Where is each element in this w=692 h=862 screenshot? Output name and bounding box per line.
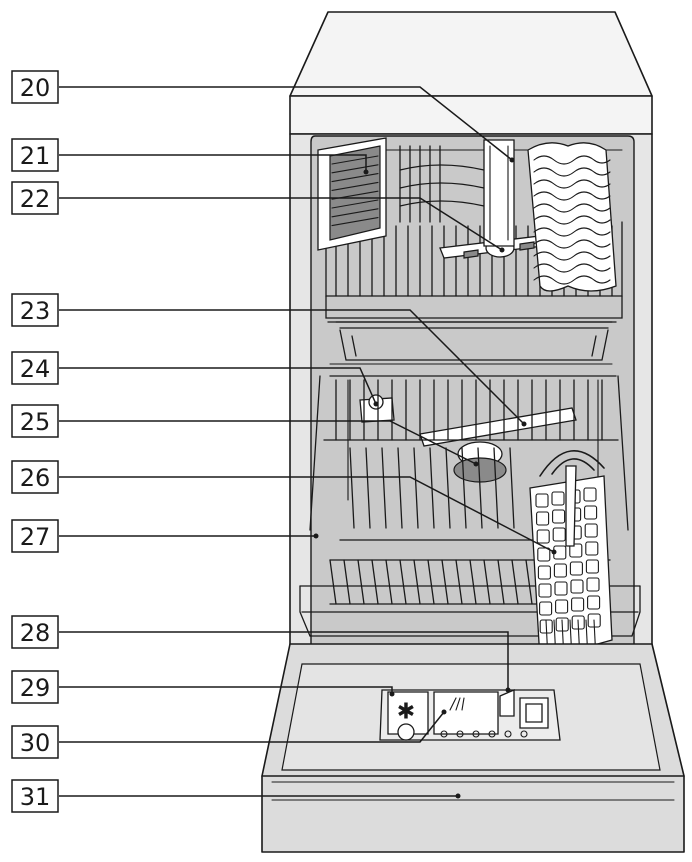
callout-pointer-31 bbox=[455, 793, 461, 799]
callout-pointer-24 bbox=[373, 401, 379, 407]
callout-leader-26 bbox=[59, 476, 555, 553]
callout-pointer-25 bbox=[473, 461, 479, 467]
callout-number-21: 21 bbox=[20, 142, 51, 170]
callout-pointer-26 bbox=[551, 549, 557, 555]
callout-31: 31 bbox=[11, 779, 59, 813]
callout-pointer-29 bbox=[389, 691, 395, 697]
callout-box-20 bbox=[11, 70, 59, 104]
callout-pointer-30 bbox=[441, 709, 447, 715]
callout-30: 30 bbox=[11, 725, 59, 759]
callout-leader-25 bbox=[59, 420, 477, 465]
callout-pointer-21 bbox=[363, 169, 369, 175]
callout-20: 20 bbox=[11, 70, 59, 104]
callout-box-26 bbox=[11, 460, 59, 494]
callout-pointer-23 bbox=[521, 421, 527, 427]
callout-number-20: 20 bbox=[20, 74, 51, 102]
callout-box-23 bbox=[11, 293, 59, 327]
upper-basket bbox=[317, 137, 623, 361]
dishwasher-door: ✱ bbox=[261, 643, 685, 853]
callout-leader-23 bbox=[59, 309, 525, 425]
callout-number-28: 28 bbox=[20, 619, 51, 647]
callout-number-26: 26 bbox=[20, 464, 51, 492]
callout-22: 22 bbox=[11, 181, 59, 215]
callout-leader-21 bbox=[59, 154, 367, 172]
callout-number-29: 29 bbox=[20, 674, 51, 702]
callout-leader-28 bbox=[59, 631, 509, 690]
callout-24: 24 bbox=[11, 351, 59, 385]
callout-23: 23 bbox=[11, 293, 59, 327]
callout-number-22: 22 bbox=[20, 185, 51, 213]
callout-box-27 bbox=[11, 519, 59, 553]
callout-pointer-27 bbox=[313, 533, 319, 539]
callout-leader-24 bbox=[59, 367, 377, 405]
callout-number-27: 27 bbox=[20, 523, 51, 551]
snowflake-icon: ✱ bbox=[397, 700, 415, 725]
callout-pointer-20 bbox=[509, 157, 515, 163]
callout-25: 25 bbox=[11, 404, 59, 438]
callout-29: 29 bbox=[11, 670, 59, 704]
callout-leader-22 bbox=[59, 197, 503, 251]
callout-number-30: 30 bbox=[20, 729, 51, 757]
callout-box-25 bbox=[11, 404, 59, 438]
callout-pointer-22 bbox=[499, 247, 505, 253]
callout-leaders bbox=[59, 86, 557, 799]
callout-box-31 bbox=[11, 779, 59, 813]
callout-leader-30 bbox=[59, 711, 445, 743]
callout-box-28 bbox=[11, 615, 59, 649]
callout-box-30 bbox=[11, 725, 59, 759]
callout-26: 26 bbox=[11, 460, 59, 494]
callouts: 20 21 22 23 24 25 26 27 28 29 30 31 bbox=[11, 70, 59, 813]
callout-21: 21 bbox=[11, 138, 59, 172]
callout-27: 27 bbox=[11, 519, 59, 553]
callout-number-24: 24 bbox=[20, 355, 51, 383]
callout-number-31: 31 bbox=[20, 783, 51, 811]
callout-leader-20 bbox=[59, 86, 513, 161]
callout-box-24 bbox=[11, 351, 59, 385]
interior-back bbox=[347, 379, 599, 501]
callout-28: 28 bbox=[11, 615, 59, 649]
callout-box-29 bbox=[11, 670, 59, 704]
callout-box-21 bbox=[11, 138, 59, 172]
callout-box-22 bbox=[11, 181, 59, 215]
callout-pointer-28 bbox=[505, 687, 511, 693]
callout-number-23: 23 bbox=[20, 297, 51, 325]
callout-number-25: 25 bbox=[20, 408, 51, 436]
